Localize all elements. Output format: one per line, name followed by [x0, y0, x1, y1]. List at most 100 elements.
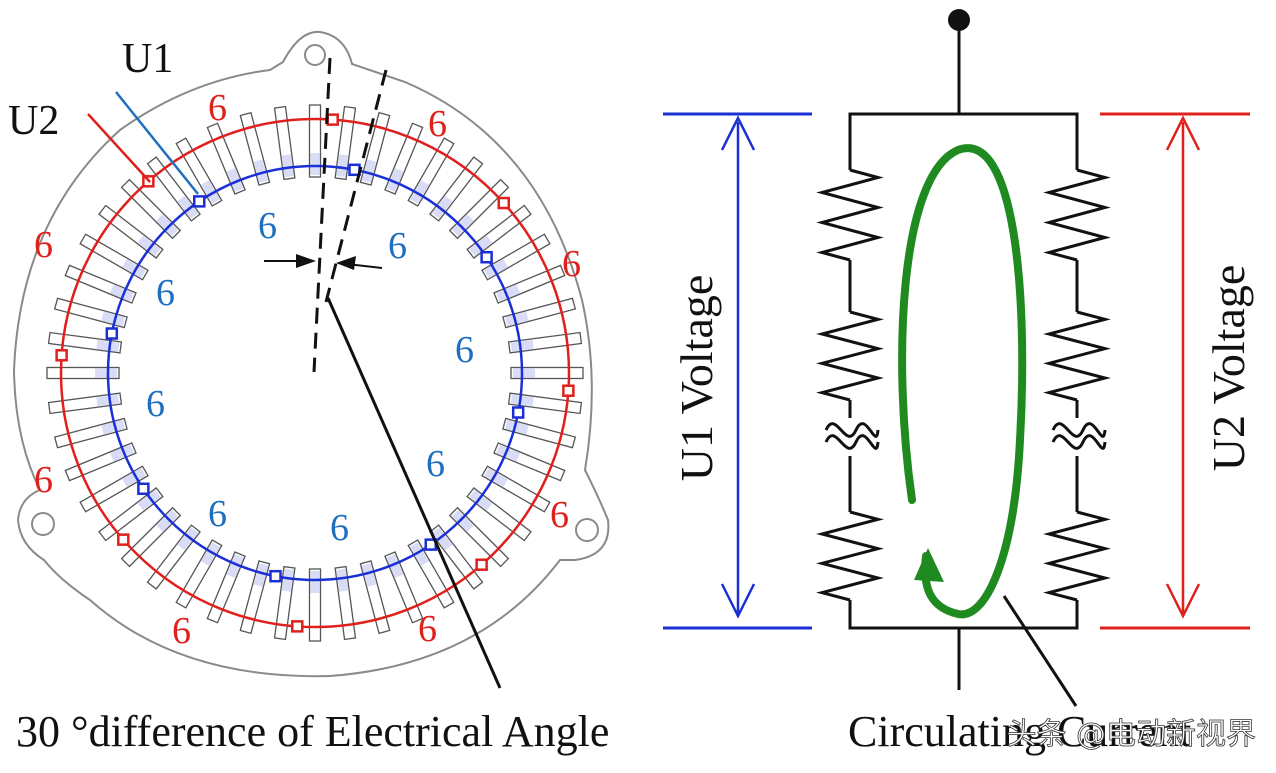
inner-count-label: 6 [156, 272, 175, 314]
stator-slot [53, 297, 128, 329]
winding-terminal [475, 558, 488, 571]
stator-slot [146, 156, 201, 222]
winding-terminal [497, 196, 511, 210]
u1-arrowhead-top [720, 115, 756, 151]
u2-voltage-indicator: U2 Voltage [1100, 112, 1254, 630]
circuit-diagram [816, 9, 1111, 690]
stator-slot [507, 331, 583, 354]
resistor [1043, 310, 1111, 402]
stator-slot [47, 392, 123, 415]
stator-slot [502, 297, 577, 329]
winding-terminal [117, 533, 130, 546]
stator-slot [308, 104, 322, 178]
stator-slot [407, 539, 455, 609]
stator-slot [429, 524, 484, 590]
stator-slot [46, 366, 120, 380]
stator-slot [466, 487, 532, 542]
u2-arrowhead-bottom [1165, 583, 1201, 619]
u2-leader-line [87, 113, 151, 183]
winding-terminals [55, 113, 575, 633]
stator-slot [493, 442, 566, 482]
stator-slot [510, 366, 584, 380]
top-bus [848, 112, 1079, 170]
outer-count-label: 6 [34, 459, 53, 501]
stator-slot [98, 487, 164, 542]
stator-slot [64, 264, 137, 304]
inner-count-label: 6 [426, 443, 445, 485]
stator-slot [308, 568, 322, 642]
watermark-text: 头条 @电动新视界 [1006, 717, 1256, 752]
mounting-hole-right [575, 518, 599, 542]
stator-slot [507, 392, 583, 415]
mounting-hole-top [304, 44, 326, 66]
stator-caption: 30 °difference of Electrical Angle [16, 707, 609, 756]
winding-terminal [269, 569, 282, 583]
resistor [816, 168, 884, 262]
angle-axis-dashed-left [312, 57, 332, 373]
stator-slot [384, 551, 424, 624]
stator-slot [334, 105, 357, 181]
u1-leader-line [115, 91, 199, 195]
u1-label: U1 [122, 36, 173, 82]
circuit-caption: Circulating Current [848, 707, 1191, 756]
bottom-bus [848, 600, 1079, 630]
stator-slot [384, 122, 424, 195]
stator-slot [334, 565, 357, 641]
u1-branch [816, 168, 884, 602]
stator-slot [64, 442, 137, 482]
inner-count-label: 6 [455, 329, 474, 371]
tilde-break-mark [824, 422, 880, 438]
stator-slot [53, 417, 128, 449]
stator-slot [407, 137, 455, 207]
winding-terminal [291, 620, 304, 633]
outer-count-label: 6 [208, 87, 227, 129]
u1-winding-ring [106, 164, 524, 582]
stator-slot [79, 233, 149, 281]
stator-slot [493, 264, 566, 304]
stator-slot [481, 465, 551, 513]
outer-count-label: 6 [562, 243, 581, 285]
angle-arrowhead-left [296, 254, 316, 268]
winding-terminal [105, 327, 119, 340]
stator-slot [273, 565, 296, 641]
winding-terminal [137, 482, 150, 496]
u1-arrowhead-bottom [720, 583, 756, 619]
stator-slot [239, 560, 271, 635]
stator-slot [359, 560, 391, 635]
outer-count-label: 6 [172, 610, 191, 652]
stator-slot [429, 156, 484, 222]
stator-slot [79, 465, 149, 513]
inner-count-label: 6 [208, 493, 227, 535]
winding-terminal [192, 195, 206, 208]
stator-slot [175, 137, 223, 207]
winding-terminal [326, 113, 339, 126]
circulating-current-arrowhead [914, 548, 944, 582]
inner-count-label: 6 [388, 225, 407, 267]
circulating-current-arrow [898, 144, 1027, 619]
u2-arrowhead-top [1165, 115, 1201, 151]
angle-arrowhead-right [336, 256, 356, 270]
stator-slot [466, 204, 532, 259]
stator-slot [146, 524, 201, 590]
mounting-hole-left [31, 512, 55, 536]
outer-count-label: 6 [550, 494, 569, 536]
stator-slot [206, 551, 246, 624]
inner-count-label: 6 [330, 507, 349, 549]
tilde-break-mark [1051, 422, 1107, 438]
inner-count-label: 6 [146, 383, 165, 425]
winding-terminal [562, 384, 575, 397]
u1-voltage-indicator: U1 Voltage [663, 112, 812, 630]
stator-slot [481, 233, 551, 281]
u2-label: U2 [8, 98, 59, 144]
resistor [1043, 168, 1111, 262]
resistor [816, 310, 884, 402]
outer-count-label: 6 [34, 224, 53, 266]
u1-voltage-label: U1 Voltage [671, 275, 722, 482]
stator-slot [206, 122, 246, 195]
stator-slot [239, 111, 271, 186]
stator-slot [502, 417, 577, 449]
inner-count-label: 6 [258, 205, 277, 247]
angle-axis-dashed-right [324, 69, 388, 303]
